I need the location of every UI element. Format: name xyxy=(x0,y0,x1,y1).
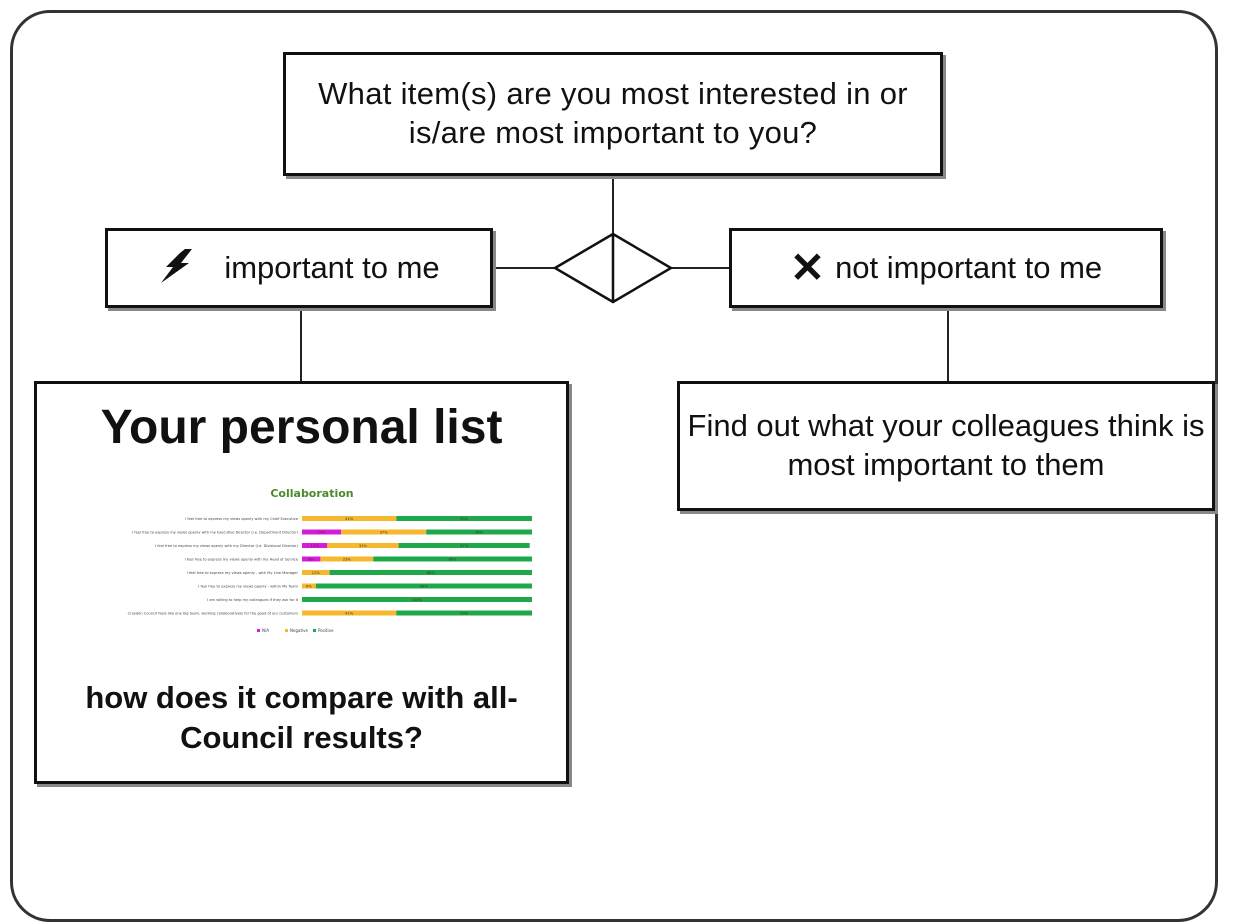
bar-segment xyxy=(320,556,374,562)
data-label: 69% xyxy=(449,558,458,562)
bar-segment xyxy=(329,570,532,575)
connector-question-to-decision xyxy=(612,176,614,234)
category-label: I feel free to express my views openly w… xyxy=(132,531,298,535)
connector-not-important-to-colleagues xyxy=(947,308,949,381)
legend-entry: Negative xyxy=(290,628,308,633)
bar-segment xyxy=(302,516,397,521)
category-label: I feel free to express my views openly -… xyxy=(198,585,298,589)
bar-segment xyxy=(302,570,330,575)
not-important-box: ✕ not important to me xyxy=(729,228,1163,308)
category-label: I feel free to express my views openly w… xyxy=(185,558,299,562)
bar-segment xyxy=(396,610,532,616)
category-label: I am willing to help my colleagues if th… xyxy=(207,598,298,602)
bar-segment xyxy=(373,556,532,562)
category-label: I feel free to express my views openly -… xyxy=(187,571,299,575)
bar-segment xyxy=(398,543,530,548)
lightning-icon xyxy=(158,248,202,289)
data-label: 57% xyxy=(460,544,469,548)
question-text: What item(s) are you most interested in … xyxy=(318,76,908,150)
not-important-label: not important to me xyxy=(835,250,1103,285)
data-label: 6% xyxy=(306,585,312,589)
colleagues-text: Find out what your colleagues think is m… xyxy=(687,408,1205,482)
data-label: 41% xyxy=(345,517,354,521)
bar-segment xyxy=(426,529,532,535)
important-box: important to me xyxy=(105,228,493,308)
data-label: 12% xyxy=(312,571,321,575)
decision-diamond xyxy=(553,232,673,304)
connector-important-to-list xyxy=(300,308,302,381)
data-label: 59% xyxy=(460,612,469,616)
collaboration-chart: Collaboration I feel free to express my v… xyxy=(128,487,532,633)
compare-text: how does it compare with all-Council res… xyxy=(85,680,518,756)
legend-swatch xyxy=(285,629,288,632)
legend-swatch xyxy=(313,629,316,632)
legend-swatch xyxy=(257,629,260,632)
data-label: 88% xyxy=(427,571,436,575)
personal-list-title: Your personal list xyxy=(100,401,503,454)
bar-segment xyxy=(302,543,328,548)
bar-segment xyxy=(302,597,532,602)
chart-title: Collaboration xyxy=(270,487,353,500)
data-label: 46% xyxy=(475,531,484,535)
data-label: 94% xyxy=(420,585,429,589)
category-label: I feel free to express my views openly w… xyxy=(155,544,299,548)
important-label: important to me xyxy=(224,250,440,285)
data-label: 31% xyxy=(359,544,368,548)
connector-decision-to-not-important xyxy=(671,267,729,269)
data-label: 8% xyxy=(308,558,314,562)
bar-segment xyxy=(327,543,399,548)
category-label: I feel free to express my views openly w… xyxy=(185,517,299,521)
question-box: What item(s) are you most interested in … xyxy=(283,52,943,176)
data-label: 37% xyxy=(380,531,389,535)
x-icon: ✕ xyxy=(789,244,826,291)
data-label: 100% xyxy=(412,598,423,602)
colleagues-box: Find out what your colleagues think is m… xyxy=(677,381,1215,511)
data-label: 23% xyxy=(343,558,352,562)
personal-list-box: Your personal list Collaboration I feel f… xyxy=(34,381,569,784)
category-label: Croydon Council feels like one big team,… xyxy=(128,612,298,616)
bar-segment xyxy=(315,583,532,589)
data-label: 41% xyxy=(345,612,354,616)
bar-segment xyxy=(341,529,427,535)
bar-segment xyxy=(302,583,316,589)
bar-segment xyxy=(302,529,342,535)
connector-decision-to-important xyxy=(493,267,555,269)
data-label: 17% xyxy=(318,531,327,535)
legend-entry: N/A xyxy=(262,628,269,633)
data-label: 59% xyxy=(460,517,469,521)
data-label: 11% xyxy=(311,544,320,548)
bar-segment xyxy=(302,556,321,562)
bar-segment xyxy=(302,610,397,616)
legend-entry: Positive xyxy=(318,628,334,633)
bar-segment xyxy=(396,516,532,521)
